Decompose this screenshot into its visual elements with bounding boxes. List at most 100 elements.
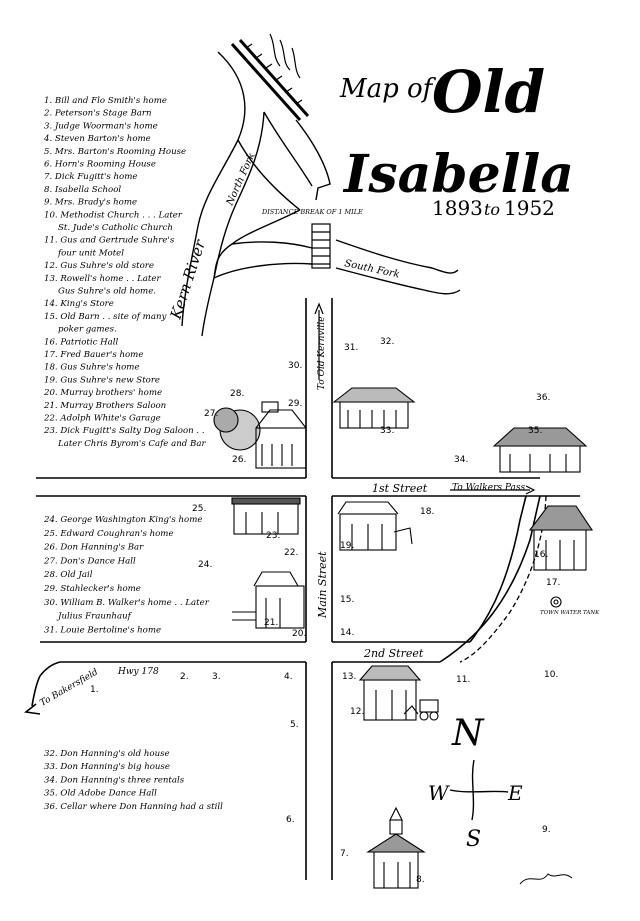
building-16 <box>528 505 594 571</box>
legend-entry: 8. Isabella School <box>44 185 121 195</box>
map-location-number: 33. <box>380 426 394 436</box>
legend-entry: 11. Gus and Gertrude Suhre's <box>44 236 175 246</box>
kern-river-label: Kern River <box>166 237 209 322</box>
map-location-number: 16. <box>534 550 548 560</box>
legend-entry: 25. Edward Coughran's home <box>43 529 174 539</box>
building-23 <box>231 497 301 535</box>
legend-entry: Gus Suhre's old home. <box>58 287 156 297</box>
map-location-number: 12. <box>350 707 364 717</box>
south-fork-lower-bank <box>335 267 461 295</box>
compass-n: N <box>451 713 485 754</box>
legend-entry: 26. Don Hanning's Bar <box>43 543 144 553</box>
distance-break-note: DISTANCE BREAK OF 1 MILE <box>261 208 363 216</box>
legend-entry: 34. Don Hanning's three rentals <box>44 775 185 785</box>
diagonal-road-left <box>469 495 527 643</box>
compass-e: E <box>507 781 523 805</box>
map-location-number: 7. <box>340 849 349 859</box>
map-location-number: 21. <box>264 618 278 628</box>
legend-entry: 3. Judge Woorman's home <box>44 121 158 131</box>
legend-entry: 24. George Washington King's home <box>43 515 202 525</box>
building-cluster-26-29 <box>213 401 307 469</box>
legend-entry: 1. Bill and Flo Smith's home <box>44 96 167 106</box>
legend-entry: 19. Gus Suhre's new Store <box>44 375 160 385</box>
map-location-number: 20. <box>292 629 306 639</box>
legend-entry: 10. Methodist Church . . . Later <box>44 210 183 220</box>
legend-entry: 4. Steven Barton's home <box>43 134 151 144</box>
legend-entry: 30. William B. Walker's home . . Later <box>44 598 210 608</box>
map-location-number: 15. <box>340 595 354 605</box>
map-location-number: 8. <box>416 875 425 885</box>
legend-entry: 13. Rowell's home . . Later <box>44 274 161 284</box>
map-location-number: 6. <box>286 815 295 825</box>
legend-entry: Julius Fraunhauf <box>56 612 133 622</box>
map-location-number: 29. <box>288 399 302 409</box>
map-location-number: 2. <box>180 672 189 682</box>
legend-entry: 35. Old Adobe Dance Hall <box>44 789 157 799</box>
map-location-number: 24. <box>198 560 212 570</box>
south-fork-upper-bank <box>335 239 459 274</box>
legend-entry: 15. Old Barn . . site of many <box>44 312 166 322</box>
map-location-number: 25. <box>192 504 206 514</box>
legend-entry: 27. Don's Dance Hall <box>43 556 136 566</box>
distance-break-bridge <box>311 223 331 269</box>
legend-entry: 7. Dick Fugitt's home <box>44 172 137 182</box>
map-location-number: 4. <box>284 672 293 682</box>
map-location-number: 36. <box>536 393 550 403</box>
building-21 <box>232 571 305 629</box>
legend-entry: 18. Gus Suhre's home <box>44 363 140 373</box>
map-location-number: 27. <box>204 409 218 419</box>
legend-entry: 28. Old Jail <box>43 570 93 580</box>
kern-river-right-bank <box>201 111 265 337</box>
map-location-number: 13. <box>342 672 356 682</box>
to-walkers-pass-label: To Walkers Pass <box>452 483 525 493</box>
map-location-number: 11. <box>456 675 470 685</box>
fork-joint-2 <box>213 262 313 279</box>
hwy-178-label: Hwy 178 <box>117 667 159 677</box>
to-kernville-label: To Old Kernville <box>317 317 327 390</box>
building-33 <box>332 387 416 429</box>
title-year-end: 1952 <box>504 196 555 220</box>
legend-entry: four unit Motel <box>57 248 124 258</box>
direction-arrows <box>314 302 536 495</box>
fork-joint <box>231 241 313 249</box>
legend-entry: 22. Adolph White's Garage <box>43 414 161 424</box>
map-location-number: 35. <box>528 426 542 436</box>
legend-entry: Later Chris Byrom's Cafe and Bar <box>57 439 206 449</box>
artist-signature <box>519 873 573 885</box>
title-year-to: to <box>484 200 500 219</box>
title-year-start: 1893 <box>432 196 483 220</box>
main-street-label: Main Street <box>316 551 329 619</box>
building-35 <box>492 427 588 473</box>
legend-entry: 33. Don Hanning's big house <box>44 762 170 772</box>
map-location-number: 26. <box>232 455 246 465</box>
north-fork-bank-2 <box>237 139 301 211</box>
bridge-top <box>230 33 331 201</box>
map-location-number: 17. <box>546 578 560 588</box>
hwy-arrow <box>24 703 41 715</box>
compass-rose <box>449 759 509 821</box>
legend-entry: 21. Murray Brothers Saloon <box>43 401 166 411</box>
map-location-number: 31. <box>344 343 358 353</box>
legend-entry: 9. Mrs. Brady's home <box>44 198 137 208</box>
legend-entry: 31. Louie Bertoline's home <box>44 625 161 635</box>
buildings <box>213 387 594 889</box>
legend-entry: 6. Horn's Rooming House <box>44 160 156 170</box>
legend-entry: 29. Stahlecker's home <box>43 584 141 594</box>
map-location-number: 3. <box>212 672 221 682</box>
compass-w: W <box>428 781 450 805</box>
second-street-label: 2nd Street <box>363 647 424 660</box>
legend-entry: 20. Murray brothers' home <box>43 388 162 398</box>
kern-river-left-bank <box>181 51 246 327</box>
map-location-number: 1. <box>90 685 99 695</box>
legend-entry: St. Jude's Catholic Church <box>58 223 173 233</box>
legend-entry: 17. Fred Bauer's home <box>44 350 143 360</box>
legend-list-middle: 24. George Washington King's home 25. Edw… <box>43 515 210 635</box>
roads <box>24 298 580 880</box>
map-location-number: 22. <box>284 548 298 558</box>
water-tank-marker <box>550 596 562 608</box>
building-19 <box>337 501 413 551</box>
north-fork-bank <box>263 111 313 187</box>
first-street-label: 1st Street <box>372 482 428 495</box>
